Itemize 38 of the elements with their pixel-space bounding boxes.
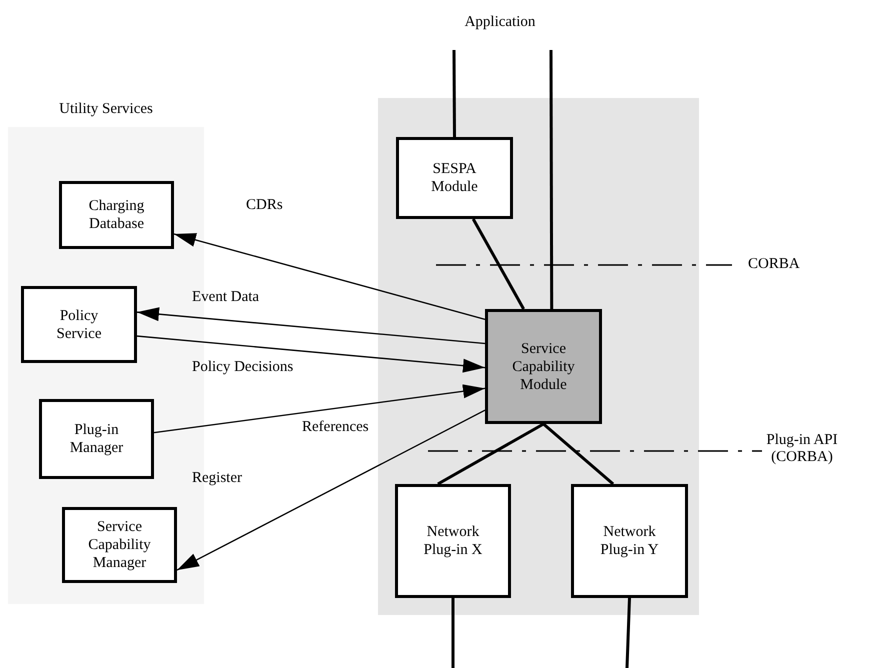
connector-line	[452, 50, 456, 138]
arrow	[136, 307, 486, 344]
connector-line	[472, 218, 525, 310]
box-label: SESPA Module	[430, 160, 479, 196]
annotation-label: Plug-in API (CORBA)	[765, 432, 839, 466]
component-box	[396, 137, 513, 219]
edge-label: Register	[192, 470, 242, 487]
box-label: Service Capability Module	[511, 340, 576, 394]
box-label: Plug-in Manager	[68, 421, 124, 457]
connector-line	[626, 598, 631, 668]
box-label: Policy Service	[56, 306, 102, 342]
edge-label: References	[302, 419, 369, 436]
component-box	[571, 484, 688, 598]
box-label: Network Plug-in X	[422, 523, 484, 559]
group-title: Utility Services	[58, 101, 154, 118]
connector-line	[550, 50, 554, 309]
connector-line	[542, 422, 614, 486]
box-label: Charging Database	[88, 197, 146, 233]
component-box	[39, 399, 154, 479]
arrow	[136, 335, 486, 373]
group-panel	[378, 98, 699, 615]
edge-label: CDRs	[246, 197, 283, 214]
arrow	[174, 233, 486, 320]
component-box	[62, 507, 177, 583]
component-box	[21, 286, 137, 363]
edge-label: Policy Decisions	[192, 359, 294, 376]
edge-label: Event Data	[192, 289, 260, 306]
component-box	[395, 484, 511, 598]
arrow	[154, 384, 486, 434]
box-label: Service Capability Manager	[87, 518, 152, 572]
component-box	[485, 309, 602, 424]
component-box	[59, 181, 174, 249]
annotation-label: Application	[464, 14, 536, 31]
arrow	[176, 410, 486, 571]
connector-line	[452, 598, 454, 668]
connector-line	[437, 422, 544, 486]
box-label: Network Plug-in Y	[599, 523, 660, 559]
annotation-label: CORBA	[748, 256, 800, 273]
